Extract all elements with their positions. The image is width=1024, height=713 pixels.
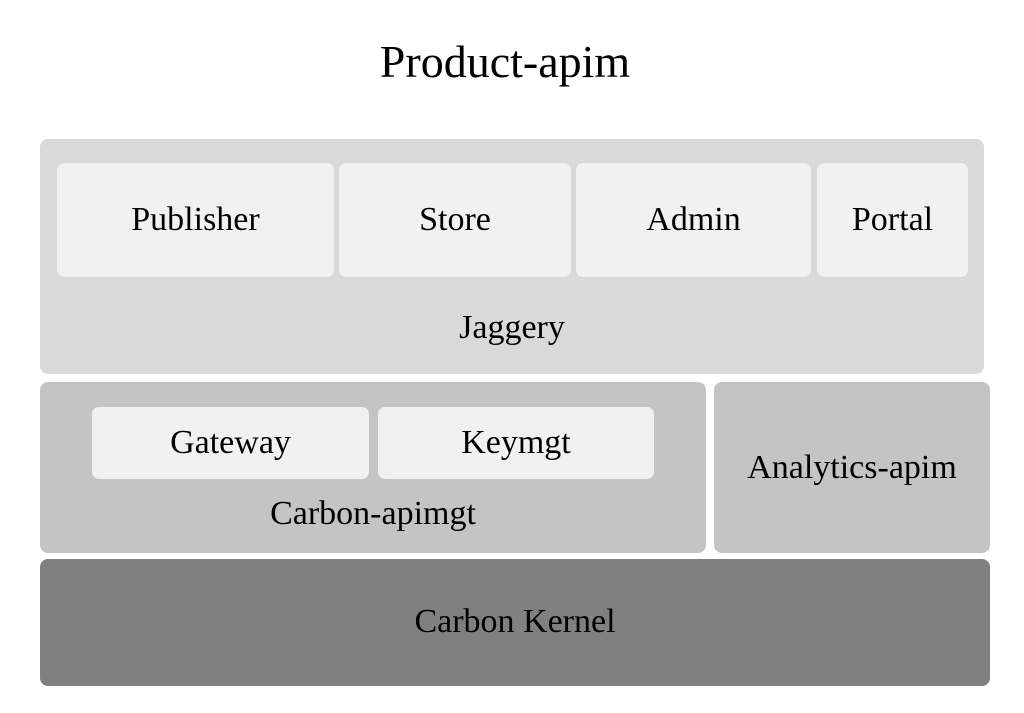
carbon-apimgt-layer: Gateway Keymgt Carbon-apimgt (40, 382, 706, 553)
diagram-title: Product-apim (379, 36, 631, 87)
admin-label: Admin (646, 201, 741, 238)
keymgt-box: Keymgt (378, 407, 654, 479)
jaggery-label: Jaggery (459, 309, 565, 346)
publisher-label: Publisher (131, 201, 260, 238)
store-box: Store (339, 163, 571, 277)
carbon-apimgt-label: Carbon-apimgt (270, 495, 476, 532)
store-label: Store (419, 201, 491, 238)
gateway-label: Gateway (170, 424, 291, 461)
portal-label: Portal (851, 201, 934, 238)
analytics-apim-label: Analytics-apim (747, 449, 957, 486)
keymgt-label: Keymgt (461, 424, 571, 461)
admin-box: Admin (576, 163, 811, 277)
publisher-box: Publisher (57, 163, 334, 277)
carbon-kernel-layer: Carbon Kernel (40, 559, 990, 686)
carbon-kernel-label: Carbon Kernel (414, 603, 616, 640)
gateway-box: Gateway (92, 407, 369, 479)
analytics-apim-box: Analytics-apim (714, 382, 990, 553)
jaggery-layer: Publisher Store Admin Portal Jaggery (40, 139, 984, 374)
portal-box: Portal (817, 163, 968, 277)
